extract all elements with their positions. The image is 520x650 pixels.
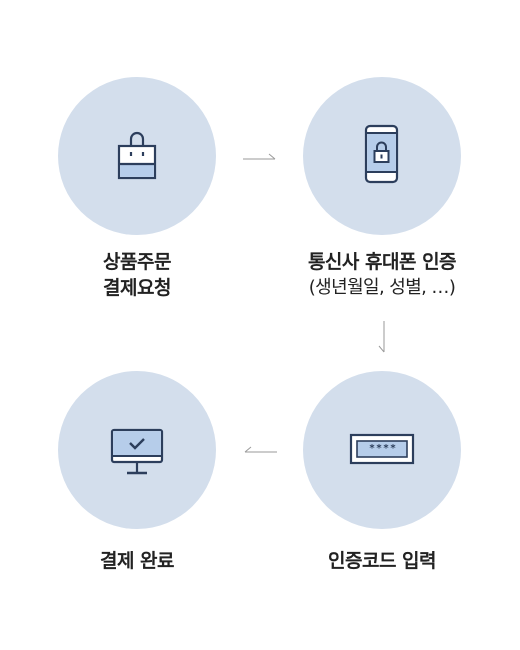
arrow-down-icon [378,321,385,353]
step-4-label: 결제 완료 [37,548,237,574]
step-1-title-line1: 상품주문 [103,251,171,273]
step-3-title-line1: 인증코드 입력 [328,550,437,572]
step-1-label: 상품주문 결제요청 [37,249,237,301]
step-2-title-line2: (생년월일, 성별, …) [308,277,456,298]
arrow-right-icon [243,153,276,160]
step-2-title-line1: 통신사 휴대폰 인증 [307,251,457,273]
step-3-label: 인증코드 입력 [282,548,482,574]
step-2-label: 통신사 휴대폰 인증 (생년월일, 성별, …) [262,249,502,301]
step-1-title-line2: 결제요청 [103,277,171,299]
password-field-icon [349,433,415,465]
arrow-left-icon [244,446,277,453]
locked-phone-icon [364,124,399,184]
monitor-check-icon [110,428,164,475]
shopping-bag-icon [117,131,157,180]
code-mask-text: **** [368,443,398,454]
step-4-title-line1: 결제 완료 [99,550,175,572]
